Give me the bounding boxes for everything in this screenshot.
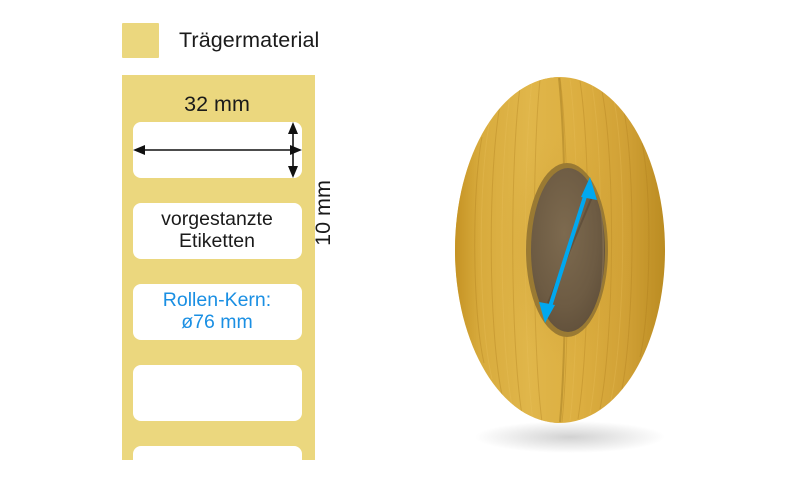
caption-line-1: vorgestanzte — [161, 208, 273, 230]
die-cut-label — [133, 365, 302, 421]
label-strip-diagram: 32 mm 10 mm vorgestanzte Etiketten — [100, 70, 350, 485]
label-caption-etiketten: vorgestanzte Etiketten — [161, 208, 273, 252]
die-cut-label — [133, 203, 302, 259]
width-arrow-head-left — [133, 145, 145, 155]
die-cut-label — [133, 446, 302, 460]
core-diameter-arrow-head-bottom — [539, 302, 555, 323]
core-diameter-arrow-line — [546, 186, 590, 314]
legend: Trägermaterial — [122, 23, 319, 58]
core-diameter-arrow-head-top — [581, 177, 597, 200]
height-arrow-head-top — [288, 122, 298, 134]
legend-label: Trägermaterial — [179, 28, 320, 52]
label-roll-illustration — [420, 45, 700, 455]
caption-line-2: Etiketten — [179, 230, 255, 252]
dimension-arrows — [133, 122, 302, 178]
core-inner-wall — [598, 195, 604, 305]
roll-shadow — [475, 421, 665, 453]
width-dimension-text: 32 mm — [184, 92, 250, 116]
core-caption-line-1: Rollen-Kern: — [163, 289, 271, 311]
label-caption-rollen-kern: Rollen-Kern: ø76 mm — [163, 289, 271, 333]
height-dimension-text: 10 mm — [311, 180, 335, 246]
core-diameter-arrow — [539, 177, 597, 323]
carrier-material-swatch — [122, 23, 159, 58]
die-cut-label — [133, 284, 302, 340]
core-caption-line-2: ø76 mm — [181, 311, 253, 333]
height-arrow-head-bottom — [288, 166, 298, 178]
